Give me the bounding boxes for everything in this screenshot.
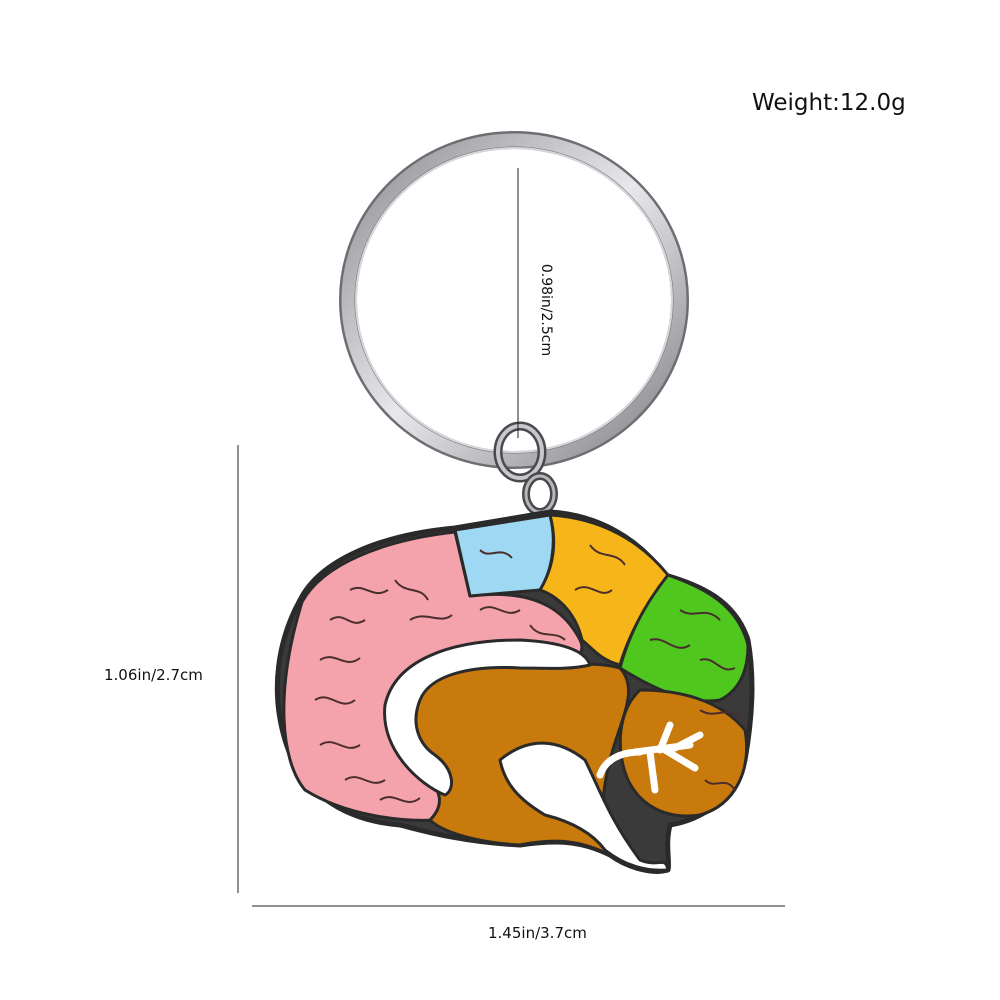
brainstem bbox=[498, 741, 670, 872]
ring-diameter-label: 0.98in/2.5cm bbox=[538, 263, 554, 357]
width-label: 1.45in/3.7cm bbox=[488, 924, 587, 942]
sulci bbox=[314, 544, 741, 803]
corpus-callosum bbox=[383, 638, 592, 797]
temporal-lobe bbox=[618, 573, 750, 703]
jump-ring bbox=[493, 421, 558, 516]
arbor-vitae bbox=[596, 721, 704, 794]
occipital-lobe bbox=[538, 513, 670, 667]
brain-pendant bbox=[274, 509, 755, 874]
key-ring bbox=[339, 131, 689, 469]
parietal-lobe bbox=[453, 513, 555, 598]
height-label: 1.06in/2.7cm bbox=[104, 666, 203, 684]
weight-label: Weight:12.0g bbox=[752, 90, 906, 116]
